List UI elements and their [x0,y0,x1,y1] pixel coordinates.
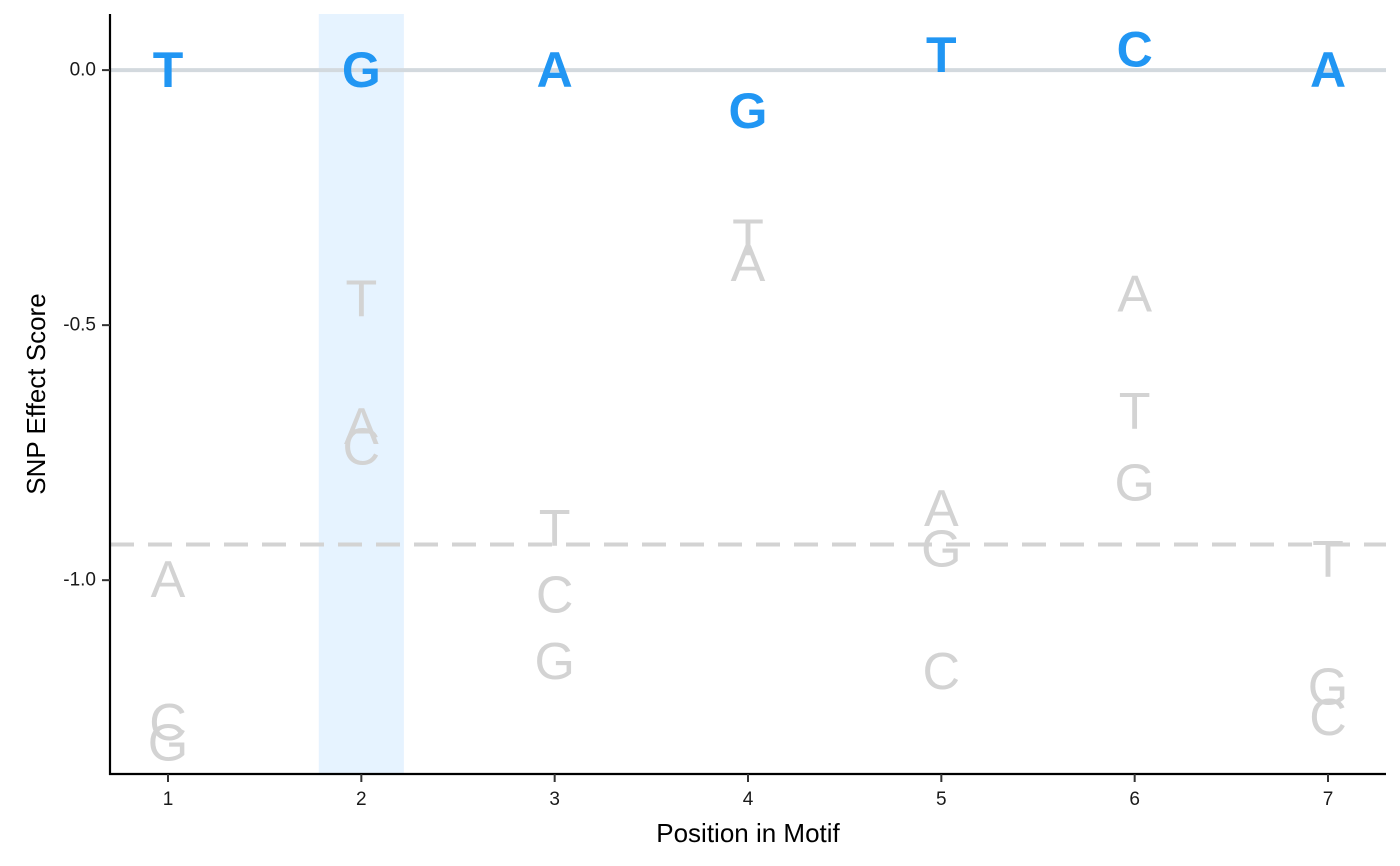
reference-letter-6-c: C [1117,22,1153,78]
y-tick-label-2: -1.0 [63,570,96,591]
alternative-letter-5-a: A [924,480,959,538]
highlight-band [318,14,404,774]
x-tick-label-2: 2 [356,789,367,810]
alternative-letter-7-c: C [1309,689,1347,747]
alternative-letter-7-t: T [1312,531,1344,589]
reference-letters-layer: T G A G T C A [153,22,1346,139]
x-tick-label-5: 5 [936,789,947,810]
alternative-letter-5-g: G [921,521,961,579]
x-axis-title: Position in Motif [656,818,840,848]
alternative-letter-4-t: T [732,209,764,267]
alternative-letter-2-c: C [343,419,381,477]
reference-letter-5-t: T [926,27,957,83]
alternative-letter-3-t: T [539,500,571,558]
reference-letter-3-a: A [537,42,573,98]
alternative-letter-6-g: G [1114,454,1154,512]
alternative-letter-1-a: A [151,551,186,609]
alternative-letter-6-t: T [1119,383,1151,441]
alternative-letter-1-g: G [148,714,188,772]
alternative-letter-4-a: A [731,235,766,293]
highlight-band-layer [318,14,404,774]
x-tick-label-6: 6 [1129,789,1140,810]
alternative-letter-2-t: T [345,271,377,329]
x-tick-label-3: 3 [549,789,560,810]
reference-letter-4-g: G [729,83,768,139]
reference-letter-1-t: T [153,42,184,98]
y-axis-title: SNP Effect Score [21,293,51,494]
reference-lines-layer [110,68,1386,547]
alternative-letter-3-g: G [534,633,574,691]
x-tick-label-7: 7 [1323,789,1334,810]
y-tick-label-0: 0.0 [70,60,96,81]
y-tick-label-1: -0.5 [63,315,96,336]
alternative-letter-7-g: G [1308,658,1348,716]
alternative-letter-3-c: C [536,566,574,624]
reference-letter-7-a: A [1310,42,1346,98]
alternative-letter-5-c: C [923,643,961,701]
alternative-letter-2-a: A [344,398,379,456]
x-tick-label-4: 4 [743,789,754,810]
alternative-letter-6-a: A [1117,266,1152,324]
reference-letter-2-g: G [342,42,381,98]
alternative-letter-1-c: C [149,694,187,752]
x-tick-label-1: 1 [163,789,174,810]
axes-layer: 1 2 3 4 5 6 7 0.0 -0.5 -1.0 [63,14,1386,810]
